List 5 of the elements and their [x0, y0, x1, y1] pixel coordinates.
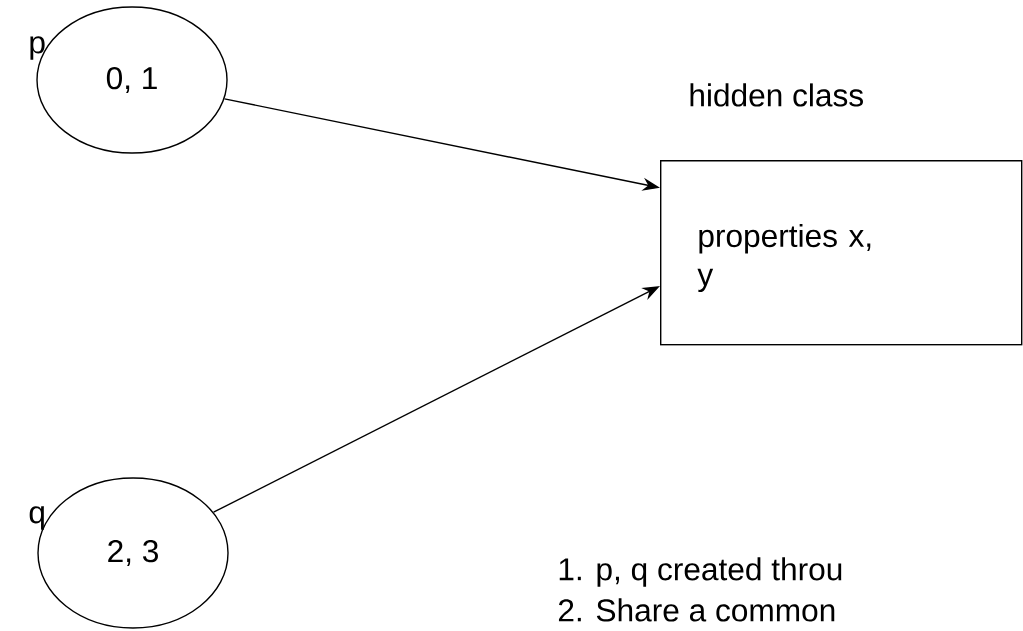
box-heading: hidden class [690, 83, 863, 107]
note-text: 2. Share a common [558, 598, 835, 622]
node-label: p [30, 36, 45, 60]
box-text: properties x, y [697, 223, 871, 293]
note-text: 1. p, q created throu [559, 557, 842, 587]
